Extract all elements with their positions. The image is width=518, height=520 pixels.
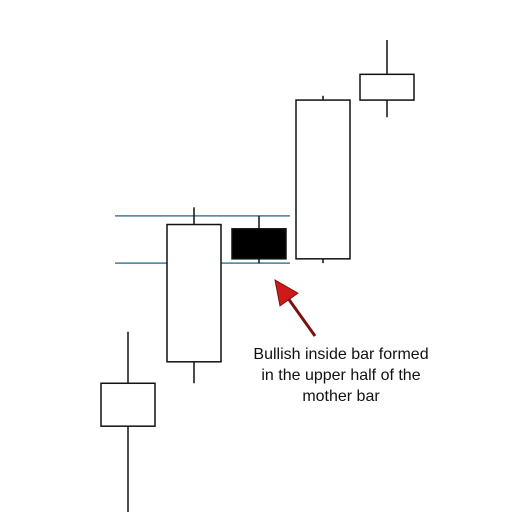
annotation-line-2: in the upper half of the	[261, 367, 420, 384]
annotation-line-1: Bullish inside bar formed	[253, 346, 428, 363]
annotation-line-3: mother bar	[302, 388, 380, 405]
candle-4	[295, 95, 351, 264]
candle-5-body	[359, 73, 415, 101]
candle-2	[166, 207, 222, 384]
candle-2-body	[166, 223, 222, 363]
candle-4-body	[295, 99, 351, 260]
candle-1-body	[100, 382, 156, 427]
candle-3-body	[231, 228, 287, 260]
annotation-arrow-shaft	[287, 298, 317, 337]
annotation-arrow-head	[274, 279, 299, 307]
candle-3	[231, 215, 287, 264]
candle-1	[100, 331, 156, 512]
candles	[100, 40, 415, 512]
candle-5	[359, 40, 415, 118]
annotation: Bullish inside bar formed in the upper h…	[253, 279, 429, 405]
